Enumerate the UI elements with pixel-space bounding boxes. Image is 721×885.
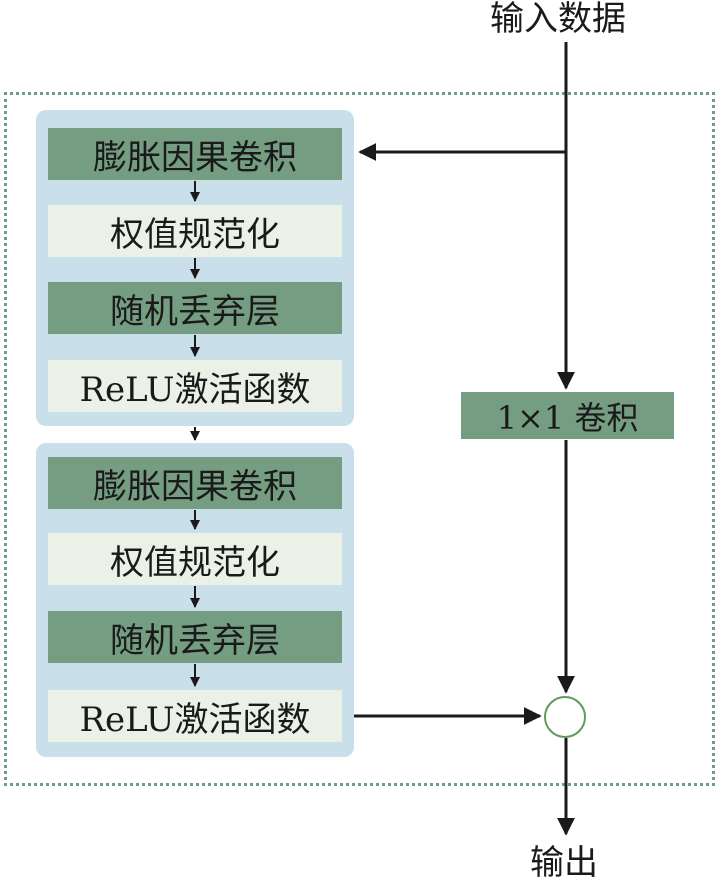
dropout-2: 随机丢弃层 xyxy=(48,611,342,663)
output-label: 输出 xyxy=(530,843,598,883)
dropout-1: 随机丢弃层 xyxy=(48,282,342,334)
residual-block-border xyxy=(4,92,715,786)
input-label: 输入数据 xyxy=(490,0,626,39)
dilated-causal-conv-1: 膨胀因果卷积 xyxy=(48,128,342,180)
dilated-causal-conv-2: 膨胀因果卷积 xyxy=(48,457,342,509)
add-node xyxy=(544,696,586,738)
relu-2: ReLU激活函数 xyxy=(48,690,342,742)
relu-1: ReLU激活函数 xyxy=(48,360,342,412)
conv-1x1-box: 1×1 卷积 xyxy=(461,392,674,439)
weight-norm-1: 权值规范化 xyxy=(48,205,342,257)
weight-norm-2: 权值规范化 xyxy=(48,533,342,585)
